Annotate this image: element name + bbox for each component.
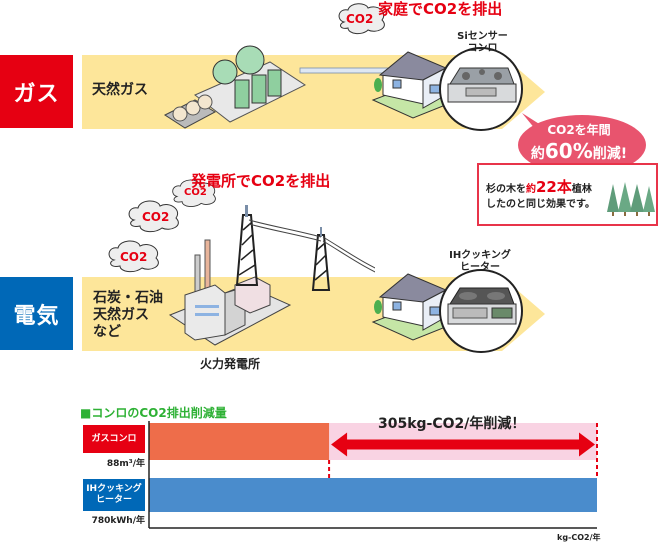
chart-title: ■コンロのCO2排出削減量 <box>80 406 227 420</box>
reduction-amount-label: 305kg-CO2/年削減！ <box>378 416 526 432</box>
cloud-1-text: CO2 <box>120 250 148 264</box>
bubble-line1: CO2を年間 <box>547 123 611 137</box>
electric-headline: 発電所でCO2を排出 <box>191 172 331 190</box>
source-line-1: 石炭・石油 <box>93 290 163 306</box>
gas-source-text: 天然ガス <box>92 82 148 98</box>
tree-count: 22本 <box>536 178 572 196</box>
power-plant-caption: 火力発電所 <box>200 357 261 371</box>
chart-label-gas: ガスコンロ <box>83 425 145 453</box>
bar-ih <box>149 478 597 512</box>
reduction-double-arrow <box>331 432 595 457</box>
co2-cloud-2 <box>128 200 179 233</box>
gas-house-illustration <box>371 51 455 119</box>
ih-label-line2: ヒーター <box>460 262 500 273</box>
bubble-reduce: 削減! <box>592 146 628 162</box>
chart-sublabel-ih: 780kWh/年 <box>91 516 145 526</box>
gas-plant-illustration <box>163 45 401 129</box>
chart-unit-label: kg-CO2/年 <box>557 533 601 542</box>
gas-headline: 家庭でCO2を排出 <box>378 0 503 18</box>
tree-equivalent-text: 杉の木を約22本植林 したのと同じ効果です。 <box>486 180 595 212</box>
electric-house-illustration <box>371 273 455 341</box>
bubble-line2: 約60%削減! <box>510 139 648 163</box>
reduction-speech-bubble <box>518 113 646 175</box>
tree-text-line1: 杉の木を約22本植林 <box>486 180 595 197</box>
co2-cloud-1 <box>108 240 159 273</box>
bar-gas <box>149 423 330 460</box>
cloud-3-text: CO2 <box>184 187 207 198</box>
device-label-line1: Siセンサー <box>457 31 508 42</box>
power-plant-illustration <box>168 205 375 346</box>
ih-label-line1: IHクッキング <box>449 250 511 261</box>
ih-heater-icon <box>439 269 523 353</box>
chart-label-ih: IHクッキングヒーター <box>83 479 145 511</box>
electric-source-text: 石炭・石油 天然ガス など <box>93 290 163 341</box>
si-sensor-stove-label: Siセンサー コンロ <box>445 31 520 55</box>
tree-approx: 約 <box>526 184 536 195</box>
tree-prefix: 杉の木を <box>486 184 526 195</box>
chart-sublabel-gas: 88m³/年 <box>106 459 145 469</box>
tree-equivalent-box <box>477 163 658 226</box>
gas-cloud-co2-text: CO2 <box>346 12 374 26</box>
cedar-trees-icon <box>607 182 655 216</box>
bubble-approx: 約 <box>530 146 545 162</box>
co2-cloud-3 <box>172 179 216 207</box>
gas-co2-cloud <box>338 3 385 35</box>
source-line-2: 天然ガス <box>93 307 149 323</box>
electric-label: 電気 <box>0 277 73 350</box>
tree-text-line2: したのと同じ効果です。 <box>486 199 595 210</box>
gas-label: ガス <box>0 55 73 128</box>
si-sensor-stove-icon <box>439 47 523 131</box>
device-label-line2: コンロ <box>467 43 498 54</box>
tree-suffix: 植林 <box>571 184 592 195</box>
cloud-2-text: CO2 <box>142 210 170 224</box>
bubble-percent: 60% <box>544 139 593 163</box>
source-line-3: など <box>93 324 121 340</box>
ih-heater-label: IHクッキング ヒーター <box>440 250 520 274</box>
